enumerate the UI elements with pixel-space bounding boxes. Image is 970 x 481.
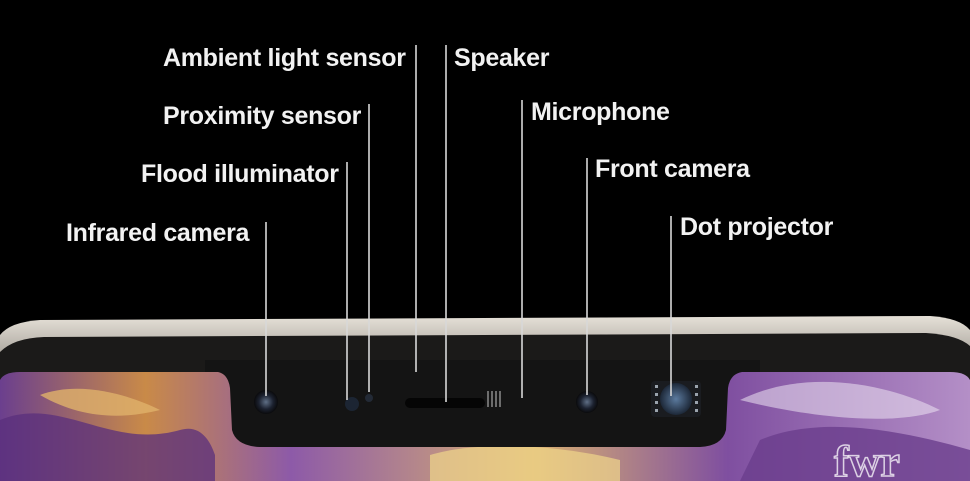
microphone-label: Microphone — [531, 98, 670, 126]
front-camera-label: Front camera — [595, 155, 750, 183]
proximity-sensor-label: Proximity sensor — [163, 102, 362, 130]
flood-illuminator-dot — [345, 397, 359, 411]
infrared-camera-lens — [254, 390, 278, 414]
microphone-grille — [487, 391, 501, 407]
front-camera-lens — [576, 391, 598, 413]
speaker-label: Speaker — [454, 44, 550, 72]
flood-illuminator-label: Flood illuminator — [141, 160, 339, 188]
proximity-sensor-dot — [365, 394, 373, 402]
infrared-camera-label: Infrared camera — [66, 219, 250, 247]
ambient-light-sensor-label: Ambient light sensor — [163, 44, 406, 72]
speaker-grille — [405, 398, 485, 408]
dot-projector-label: Dot projector — [680, 213, 834, 241]
dot-projector-module — [651, 381, 701, 417]
